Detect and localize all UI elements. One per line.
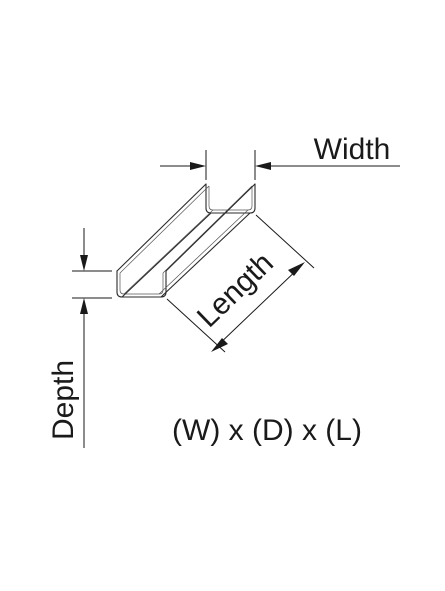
channel-edge-base-inner: [123, 209, 214, 295]
length-arrow-bottom: [211, 338, 228, 352]
length-dimension-line: [213, 264, 303, 350]
length-extension-top: [255, 214, 315, 269]
channel-back-inner: [208, 186, 253, 211]
width-label: Width: [314, 133, 391, 166]
channel-edge-right-bottom: [160, 212, 251, 298]
channel-edge-base-inner-right: [158, 209, 249, 295]
channel-edge-left-bottom: [121, 212, 212, 298]
depth-arrow-bottom: [80, 298, 88, 314]
channel-front-profile: [116, 270, 167, 298]
width-dimension: Width: [160, 133, 400, 180]
channel-edge-right-top: [165, 183, 256, 272]
channel-back-profile: [205, 183, 256, 214]
depth-label: Depth: [47, 360, 80, 440]
length-label: Length: [191, 246, 280, 333]
length-arrow-top: [288, 262, 305, 276]
channel-profile: [116, 183, 256, 298]
width-arrow-left: [190, 162, 206, 170]
channel-front-inner: [119, 273, 164, 295]
dimension-formula: (W) x (D) x (L): [172, 414, 362, 447]
channel-edge-left-top: [116, 183, 207, 272]
length-dimension: Length: [166, 214, 315, 353]
depth-dimension: Depth: [47, 228, 112, 448]
channel-edge-left-inner: [119, 185, 210, 274]
depth-arrow-top: [80, 255, 88, 271]
width-arrow-right: [255, 162, 271, 170]
channel-edge-right-inner: [162, 185, 253, 274]
length-extension-bottom: [166, 298, 226, 353]
